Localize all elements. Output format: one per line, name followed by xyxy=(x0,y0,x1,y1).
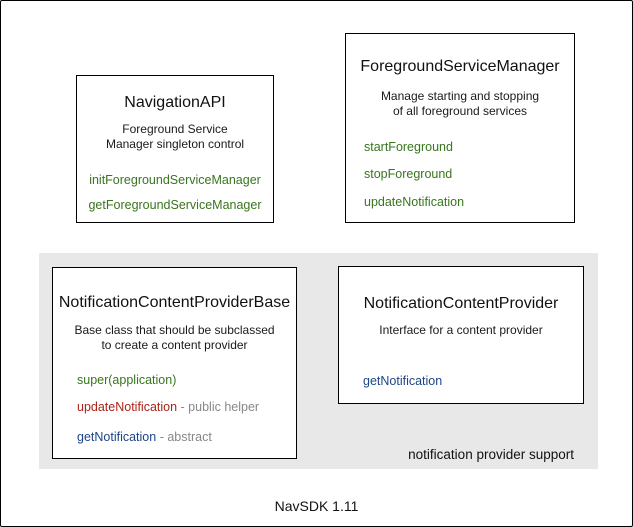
method-stop-foreground: stopForeground xyxy=(364,167,453,181)
class-title-navigation-api: NavigationAPI xyxy=(124,94,226,111)
method-update-notification: updateNotification xyxy=(364,195,465,209)
method-name: getNotification xyxy=(77,430,157,444)
class-description-line: Manager singleton control xyxy=(105,137,245,151)
method-super-application: super(application) xyxy=(77,373,176,388)
method-get-foreground-service-manager: getForegroundServiceManager xyxy=(88,198,262,212)
class-description-line: Base class that should be subclassed xyxy=(74,323,275,337)
method-name: updateNotification xyxy=(77,400,178,414)
class-description-line: of all foreground services xyxy=(392,104,528,118)
method-get-notification: getNotification - abstract xyxy=(77,430,212,445)
class-box-notification-content-provider: NotificationContentProvider Interface fo… xyxy=(338,266,584,404)
class-box-notification-content-provider-base: NotificationContentProviderBase Base cla… xyxy=(52,267,297,459)
class-box-navigation-api: NavigationAPI Foreground Service Manager… xyxy=(76,75,274,223)
diagram-caption: NavSDK 1.11 xyxy=(274,498,359,514)
class-description-line: Interface for a content provider xyxy=(379,323,543,337)
method-note: - abstract xyxy=(156,430,212,444)
method-init-foreground-service-manager: initForegroundServiceManager xyxy=(89,173,261,187)
class-description-line: to create a content provider xyxy=(101,338,248,352)
method-start-foreground: startForeground xyxy=(364,140,453,154)
class-title-notification-content-provider: NotificationContentProvider xyxy=(363,295,559,312)
method-note: - public helper xyxy=(177,400,260,414)
class-title-notification-content-provider-base: NotificationContentProviderBase xyxy=(58,294,291,311)
notification-provider-support-panel: NotificationContentProviderBase Base cla… xyxy=(39,253,598,469)
class-box-foreground-service-manager: ForegroundServiceManager Manage starting… xyxy=(345,33,575,223)
method-update-notification: updateNotification - public helper xyxy=(77,400,259,415)
class-title-foreground-service-manager: ForegroundServiceManager xyxy=(360,58,560,75)
class-description-line: Foreground Service xyxy=(122,122,228,136)
panel-caption: notification provider support xyxy=(408,447,574,462)
class-description-line: Manage starting and stopping xyxy=(380,89,540,103)
method-name: super(application) xyxy=(77,373,177,387)
method-get-notification: getNotification xyxy=(363,374,443,388)
